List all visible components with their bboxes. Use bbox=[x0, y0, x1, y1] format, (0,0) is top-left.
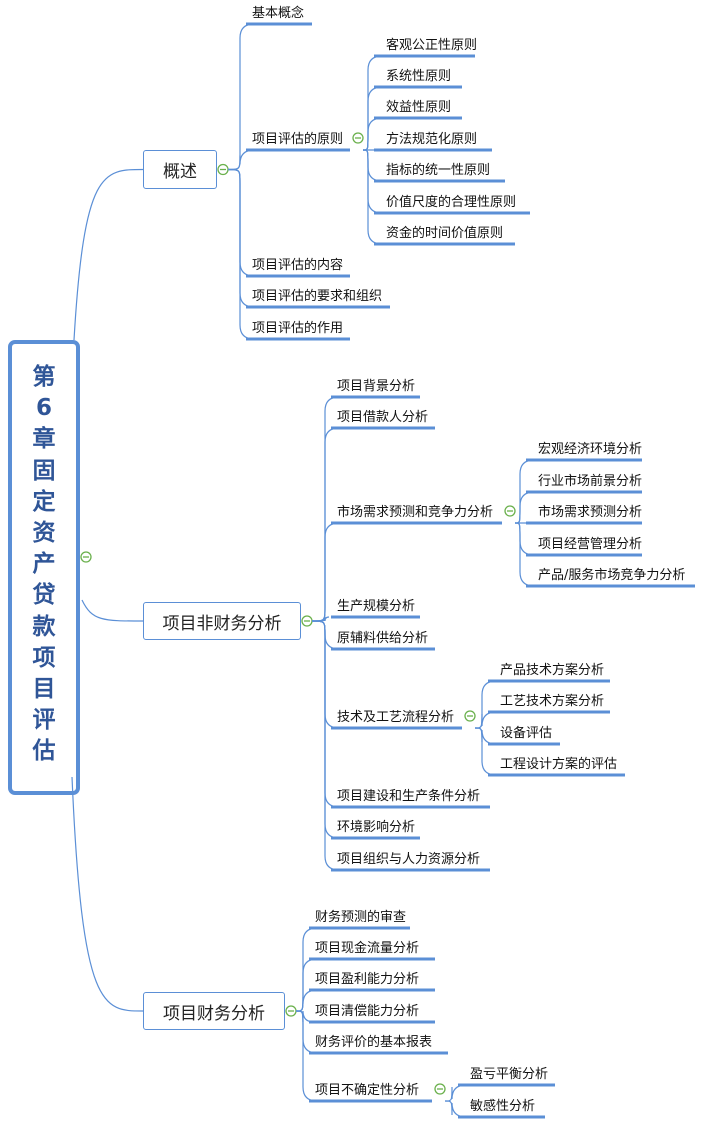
root-title-char: 目 bbox=[32, 676, 56, 703]
topic-node[interactable]: 原辅料供给分析 bbox=[337, 631, 429, 646]
root-title-char: 6 bbox=[35, 395, 52, 422]
topic-node[interactable]: 项目不确定性分析 bbox=[315, 1083, 420, 1098]
subtopic-node[interactable]: 资金的时间价值原则 bbox=[386, 226, 504, 241]
connector bbox=[362, 55, 383, 151]
collapse-toggle-icon[interactable] bbox=[301, 615, 313, 627]
connector bbox=[311, 616, 330, 622]
connector bbox=[311, 620, 340, 871]
collapse-toggle-icon[interactable] bbox=[434, 1083, 446, 1095]
topic-node[interactable]: 环境影响分析 bbox=[337, 820, 416, 835]
connector bbox=[81, 599, 144, 622]
connector bbox=[227, 168, 255, 308]
topic-node[interactable]: 项目盈利能力分析 bbox=[315, 972, 420, 987]
root-title-char: 定 bbox=[32, 488, 56, 515]
connector bbox=[311, 522, 340, 622]
connector bbox=[444, 1100, 467, 1118]
topic-node[interactable]: 市场需求预测和竞争力分析 bbox=[337, 505, 494, 520]
connector bbox=[362, 117, 383, 151]
root-title-char: 估 bbox=[32, 738, 56, 765]
topic-node[interactable]: 项目评估的原则 bbox=[252, 132, 344, 147]
topic-node[interactable]: 财务预测的审查 bbox=[315, 910, 407, 925]
connector bbox=[362, 149, 383, 245]
connector bbox=[514, 522, 535, 556]
branch-node[interactable]: 项目财务分析 bbox=[143, 992, 285, 1030]
connector bbox=[295, 958, 318, 1012]
connector bbox=[474, 727, 497, 776]
connector bbox=[73, 168, 144, 341]
root-title-char: 贷 bbox=[32, 582, 56, 609]
connector bbox=[474, 680, 497, 729]
connector bbox=[71, 776, 144, 1012]
collapse-toggle-icon[interactable] bbox=[80, 551, 92, 563]
subtopic-node[interactable]: 价值尺度的合理性原则 bbox=[386, 195, 517, 210]
topic-node[interactable]: 生产规模分析 bbox=[337, 599, 416, 614]
connector bbox=[227, 23, 255, 171]
subtopic-node[interactable]: 客观公正性原则 bbox=[386, 38, 478, 53]
subtopic-node[interactable]: 工艺技术方案分析 bbox=[500, 694, 605, 709]
root-title-char: 项 bbox=[32, 644, 56, 671]
connector bbox=[295, 1010, 315, 1023]
collapse-toggle-icon[interactable] bbox=[464, 710, 476, 722]
subtopic-node[interactable]: 工程设计方案的评估 bbox=[500, 757, 618, 772]
topic-node[interactable]: 项目评估的要求和组织 bbox=[252, 289, 383, 304]
subtopic-node[interactable]: 项目经营管理分析 bbox=[538, 537, 643, 552]
topic-node[interactable]: 项目借款人分析 bbox=[337, 410, 429, 425]
subtopic-node[interactable]: 产品技术方案分析 bbox=[500, 663, 605, 678]
topic-node[interactable]: 财务评价的基本报表 bbox=[315, 1035, 433, 1050]
subtopic-node[interactable]: 设备评估 bbox=[500, 726, 553, 741]
connector bbox=[295, 1010, 318, 1054]
connector bbox=[227, 168, 255, 340]
subtopic-node[interactable]: 盈亏平衡分析 bbox=[470, 1067, 549, 1082]
collapse-toggle-icon[interactable] bbox=[285, 1005, 297, 1017]
subtopic-node[interactable]: 敏感性分析 bbox=[470, 1099, 536, 1114]
connector bbox=[227, 168, 255, 277]
topic-node[interactable]: 项目现金流量分析 bbox=[315, 941, 420, 956]
subtopic-node[interactable]: 产品/服务市场竞争力分析 bbox=[538, 568, 686, 583]
connector bbox=[362, 149, 383, 182]
branch-node[interactable]: 项目非财务分析 bbox=[143, 602, 301, 640]
topic-node[interactable]: 项目清偿能力分析 bbox=[315, 1004, 420, 1019]
topic-node[interactable]: 项目建设和生产条件分析 bbox=[337, 789, 481, 804]
connector bbox=[514, 491, 535, 524]
topic-node[interactable]: 基本概念 bbox=[252, 6, 305, 21]
topic-node[interactable]: 项目评估的内容 bbox=[252, 258, 344, 273]
root-title-char: 第 bbox=[32, 364, 56, 390]
connector bbox=[444, 1084, 467, 1102]
subtopic-node[interactable]: 市场需求预测分析 bbox=[538, 505, 643, 520]
root-title-char: 固 bbox=[32, 457, 56, 484]
subtopic-node[interactable]: 指标的统一性原则 bbox=[386, 163, 491, 178]
collapse-toggle-icon[interactable] bbox=[504, 505, 516, 517]
root-title-char: 资 bbox=[32, 520, 56, 547]
collapse-toggle-icon[interactable] bbox=[352, 132, 364, 144]
topic-node[interactable]: 项目背景分析 bbox=[337, 379, 416, 394]
connector bbox=[474, 727, 497, 745]
collapse-toggle-icon[interactable] bbox=[217, 163, 229, 176]
subtopic-node[interactable]: 效益性原则 bbox=[386, 100, 452, 115]
topic-node[interactable]: 项目评估的作用 bbox=[252, 321, 344, 336]
connector bbox=[227, 149, 255, 171]
branch-node[interactable]: 概述 bbox=[143, 150, 217, 189]
connector bbox=[295, 927, 318, 1012]
subtopic-node[interactable]: 系统性原则 bbox=[386, 69, 452, 84]
subtopic-node[interactable]: 方法规范化原则 bbox=[386, 132, 478, 147]
topic-node[interactable]: 技术及工艺流程分析 bbox=[337, 710, 455, 725]
root-node[interactable]: 第 6 章固定资产贷款项目评估 bbox=[8, 340, 80, 795]
root-title-char: 产 bbox=[32, 551, 56, 578]
topic-node[interactable]: 项目组织与人力资源分析 bbox=[337, 852, 481, 867]
root-title-char: 章 bbox=[32, 426, 56, 453]
connector bbox=[295, 989, 318, 1012]
subtopic-node[interactable]: 行业市场前景分析 bbox=[538, 474, 643, 489]
root-title-char: 评 bbox=[32, 707, 56, 734]
subtopic-node[interactable]: 宏观经济环境分析 bbox=[538, 442, 643, 457]
connector bbox=[474, 711, 497, 729]
connector bbox=[295, 1010, 318, 1102]
root-title-char: 款 bbox=[32, 613, 56, 640]
